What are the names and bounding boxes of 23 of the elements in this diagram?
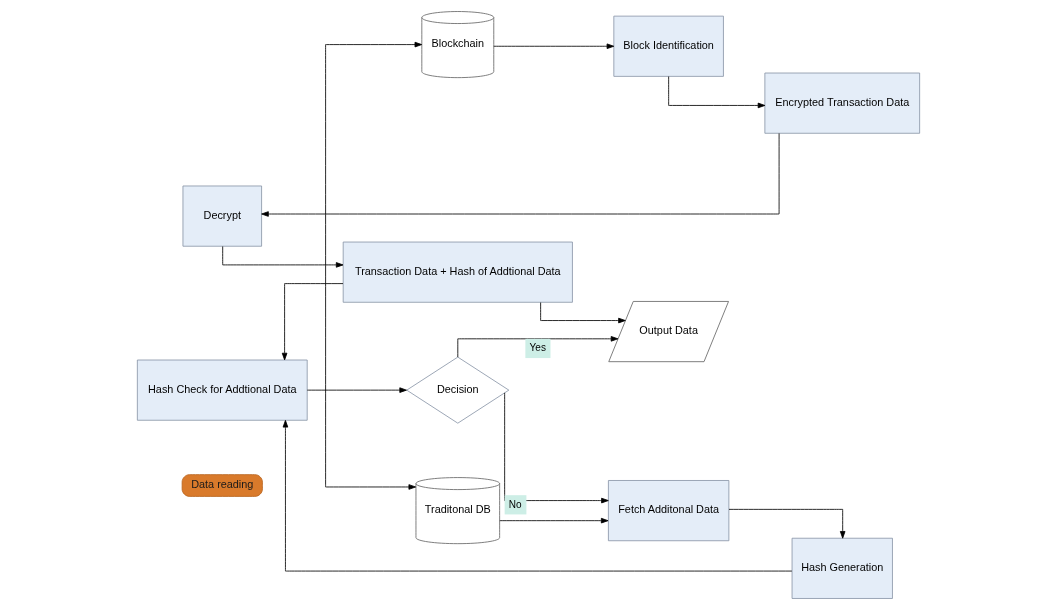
arrow [539,302,626,324]
arrow [306,387,407,393]
arrow [728,508,845,539]
node-box: Hash Check for Addtional Data [136,359,308,421]
edge-label: Yes [529,342,546,354]
arrow [503,392,609,504]
arrow [221,246,343,268]
node-box: Transaction Data + Hash of Addtional Data [342,241,573,303]
node-box: Decrypt [182,185,262,247]
arrow [492,43,614,49]
edge-label: No [508,498,522,510]
arrow [260,133,779,217]
arrow [498,517,608,524]
node-box: Fetch Additonal Data [607,480,729,542]
node-box: Hash Generation [791,537,893,599]
arrow [281,283,343,361]
node-diamond: Decision [405,356,509,424]
node-box: Data reading [181,474,263,497]
arrow [282,420,792,572]
node-box: Encrypted Transaction Data [763,72,920,134]
node-box: Block Identification [612,15,724,77]
arrow [667,76,765,109]
arrow [324,41,422,490]
